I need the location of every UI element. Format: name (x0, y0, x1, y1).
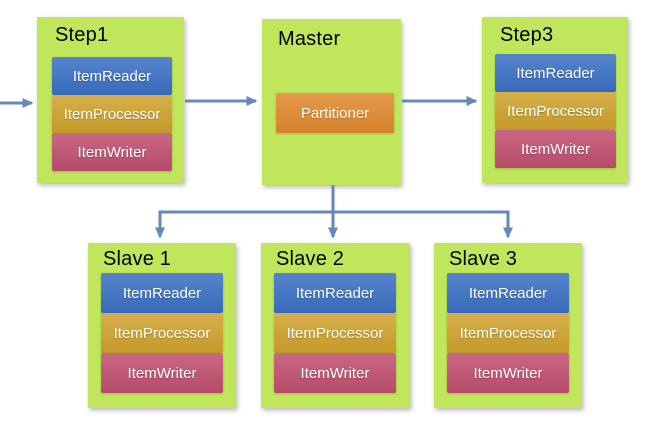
node-slave3-title: Slave 3 (449, 248, 518, 270)
itemwriter-box: ItemWriter (101, 353, 223, 393)
node-step1-title: Step1 (55, 24, 109, 46)
node-master-title: Master (278, 28, 341, 50)
node-slave2-title: Slave 2 (276, 248, 345, 270)
itemwriter-box: ItemWriter (274, 353, 396, 393)
node-step1-component-stack: ItemReader ItemProcessor ItemWriter (52, 57, 172, 171)
itemprocessor-box: ItemProcessor (447, 313, 569, 353)
node-step1: Step1 ItemReader ItemProcessor ItemWrite… (37, 17, 184, 183)
itemprocessor-box: ItemProcessor (495, 92, 616, 130)
node-slave2: Slave 2 ItemReader ItemProcessor ItemWri… (261, 243, 410, 408)
itemwriter-box: ItemWriter (52, 133, 172, 171)
node-master: Master Partitioner (262, 19, 401, 185)
node-step3-component-stack: ItemReader ItemProcessor ItemWriter (495, 54, 616, 168)
itemprocessor-box: ItemProcessor (101, 313, 223, 353)
itemreader-box: ItemReader (101, 273, 223, 313)
node-slave1: Slave 1 ItemReader ItemProcessor ItemWri… (88, 243, 236, 408)
node-step3-title: Step3 (500, 24, 554, 46)
itemreader-box: ItemReader (52, 57, 172, 95)
node-slave2-component-stack: ItemReader ItemProcessor ItemWriter (274, 273, 396, 393)
node-slave1-title: Slave 1 (103, 248, 172, 270)
node-step3: Step3 ItemReader ItemProcessor ItemWrite… (482, 17, 628, 183)
node-slave3: Slave 3 ItemReader ItemProcessor ItemWri… (434, 243, 582, 408)
itemwriter-box: ItemWriter (447, 353, 569, 393)
itemprocessor-box: ItemProcessor (52, 95, 172, 133)
partitioner-box: Partitioner (276, 93, 394, 133)
itemprocessor-box: ItemProcessor (274, 313, 396, 353)
itemreader-box: ItemReader (447, 273, 569, 313)
itemwriter-box: ItemWriter (495, 130, 616, 168)
itemreader-box: ItemReader (274, 273, 396, 313)
node-slave3-component-stack: ItemReader ItemProcessor ItemWriter (447, 273, 569, 393)
itemreader-box: ItemReader (495, 54, 616, 92)
node-slave1-component-stack: ItemReader ItemProcessor ItemWriter (101, 273, 223, 393)
